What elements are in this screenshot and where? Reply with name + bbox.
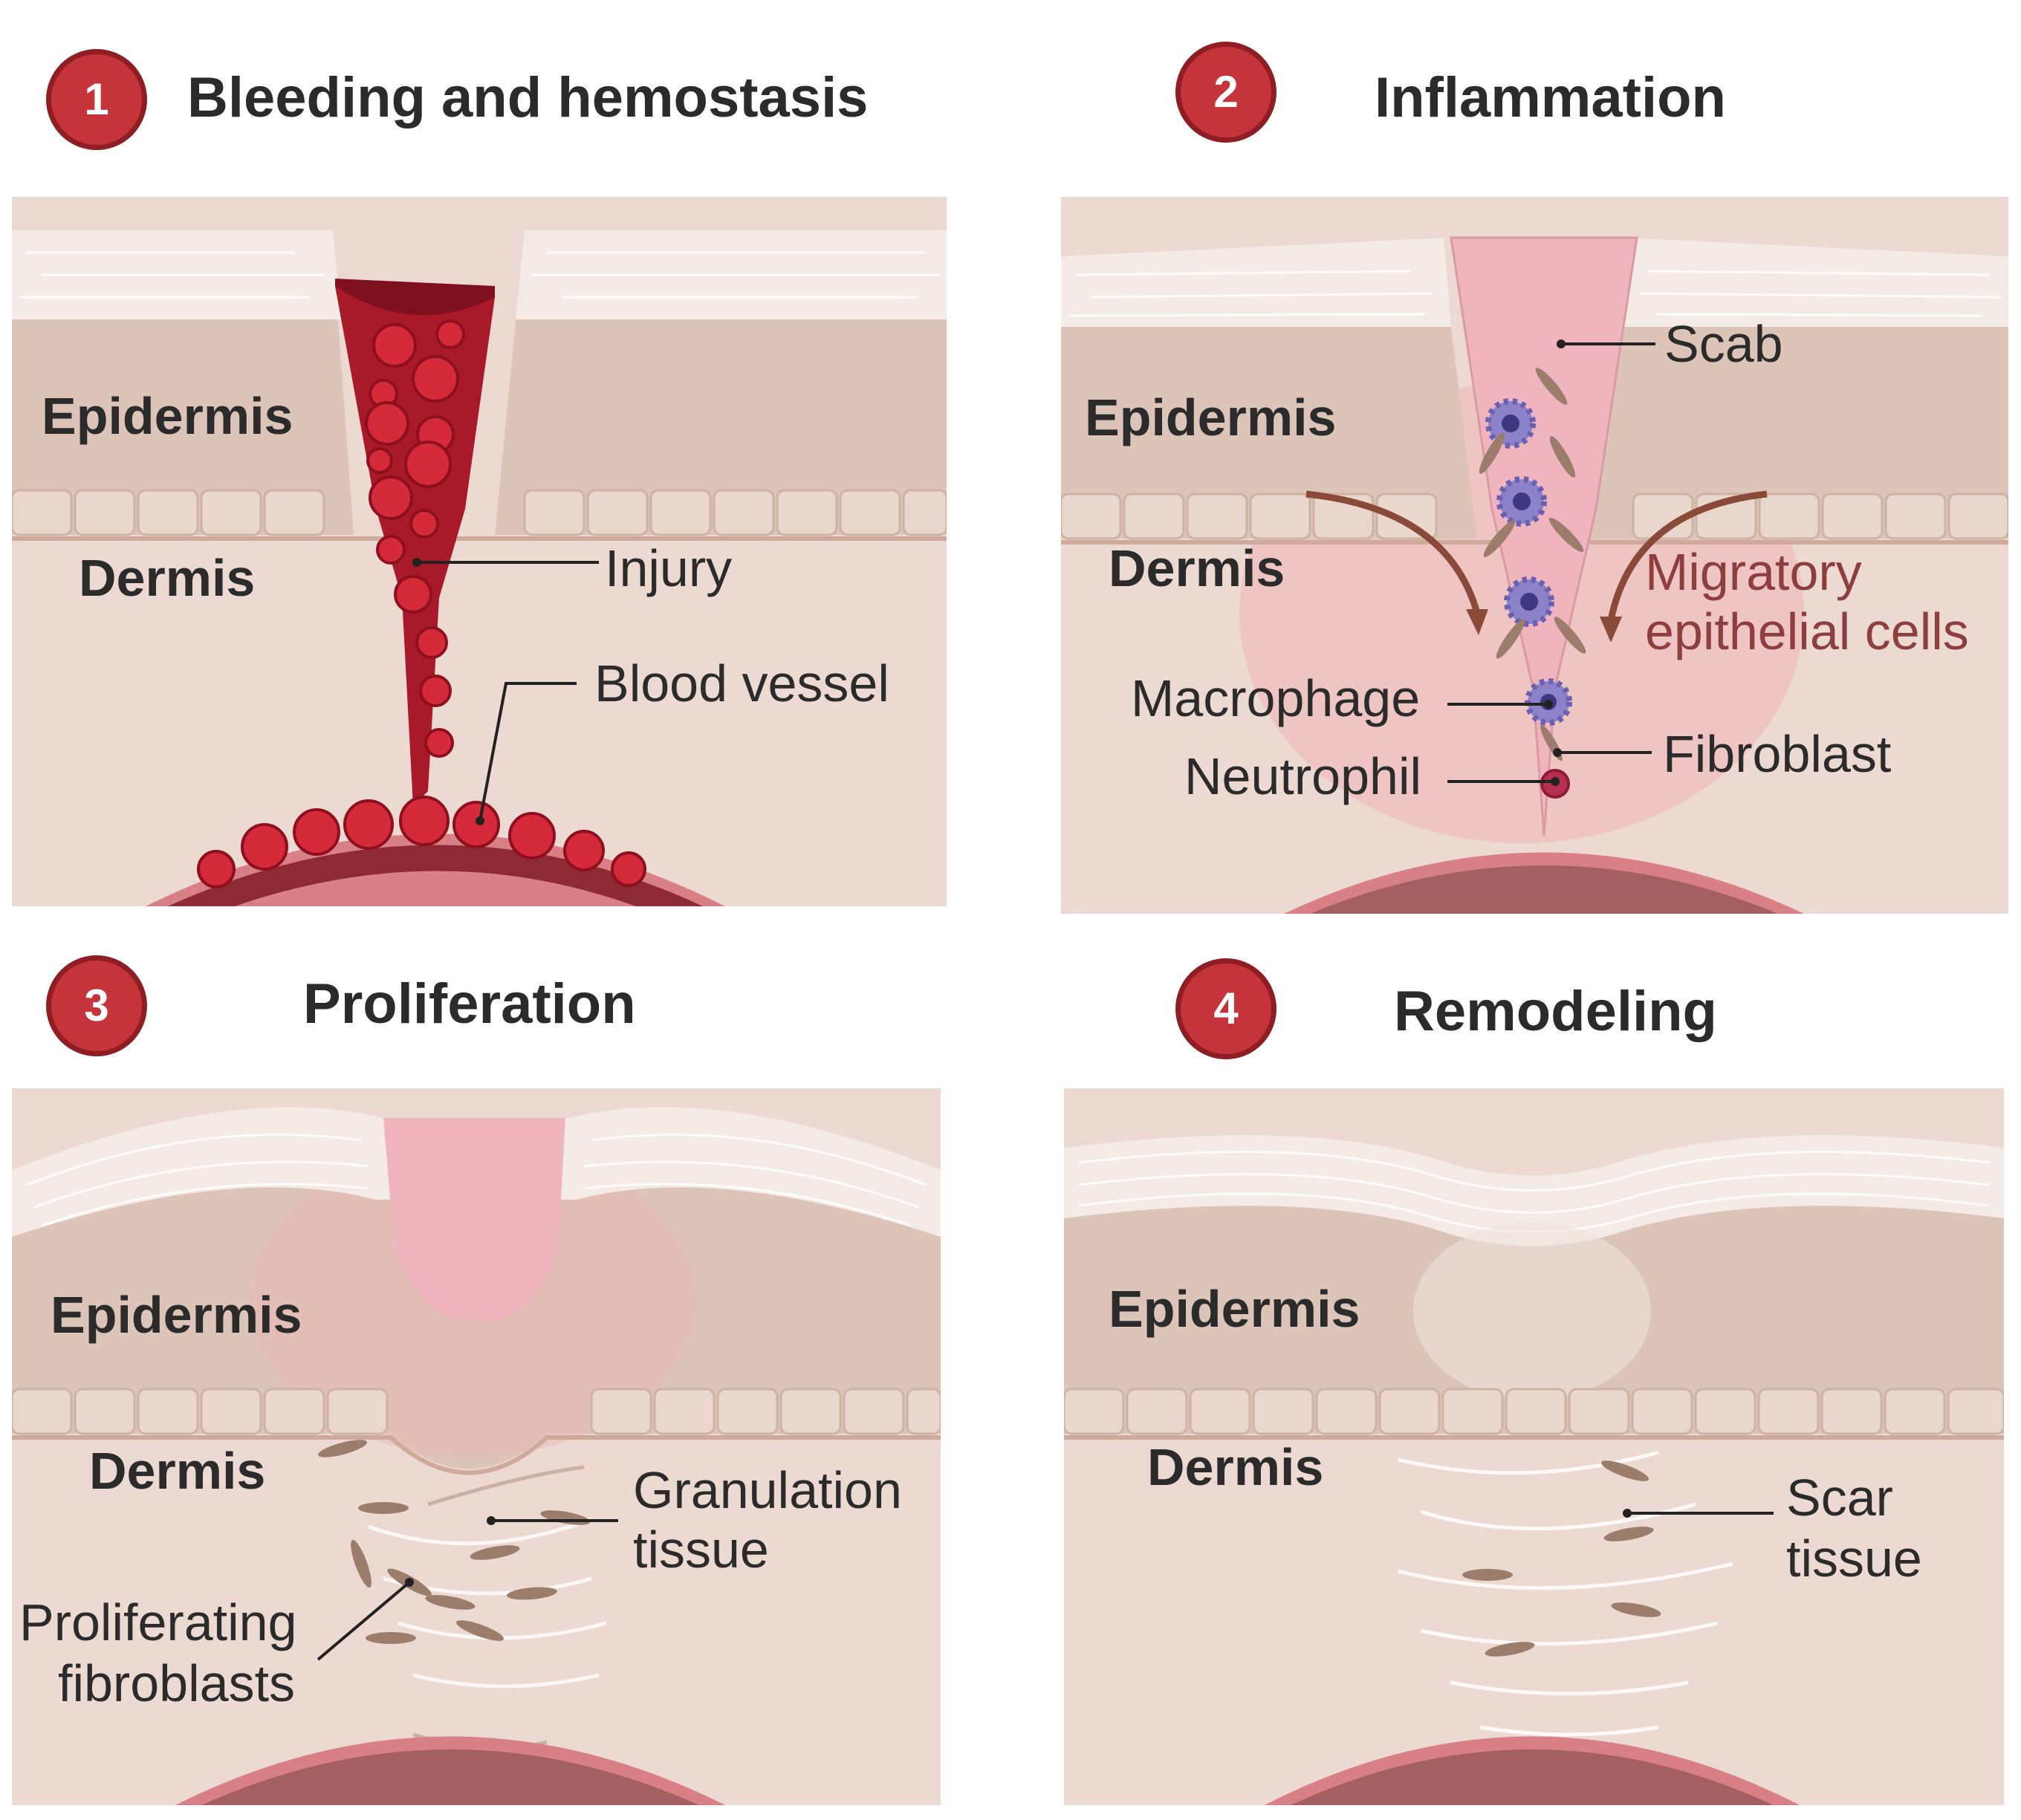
scar-tissue <box>1398 1450 1733 1737</box>
migration-arrow-left <box>1305 490 1481 614</box>
scar-label-line2: tissue <box>1786 1530 1922 1587</box>
scar-label-line1: Scar <box>1786 1469 1893 1527</box>
blood-vessel-leader-line <box>479 682 577 822</box>
keratin-lines <box>19 251 941 299</box>
scab <box>383 1118 565 1322</box>
stage-1-title: Bleeding and hemostasis <box>187 66 869 129</box>
dermis-label: Dermis <box>1109 539 1285 597</box>
scar-fibroblast-cells <box>1462 1460 1661 1657</box>
panel-inflammation <box>1061 197 2008 914</box>
basal-cell-row <box>1064 1388 2004 1435</box>
stratum-corneum-left <box>1061 238 1451 327</box>
epidermis-label: Epidermis <box>42 387 293 445</box>
keratin-lines <box>1068 270 2002 317</box>
migratory-cells-label-line1: Migratory <box>1645 543 1862 601</box>
migration-arrow-right <box>1607 490 1768 621</box>
granulation-label-line2: tissue <box>633 1521 769 1579</box>
red-blood-cells <box>365 319 465 758</box>
epidermis-label: Epidermis <box>1085 389 1337 446</box>
stage-3-title: Proliferation <box>303 972 636 1036</box>
proliferating-fibroblasts-label-line2: fibroblasts <box>58 1654 296 1712</box>
scab-label: Scab <box>1664 315 1783 373</box>
epidermis-label: Epidermis <box>1109 1280 1360 1338</box>
dermis-label: Dermis <box>1147 1438 1324 1496</box>
panel-bleeding-hemostasis <box>12 197 947 906</box>
dermis-label: Dermis <box>89 1442 266 1500</box>
panel-remodeling <box>1064 1088 2004 1805</box>
panel-proliferation <box>12 1088 941 1805</box>
fibroblast-leader-line <box>317 1581 411 1661</box>
blood-vessel-label: Blood vessel <box>594 654 889 712</box>
basal-cell-row <box>12 1388 941 1435</box>
basal-cell-row <box>12 489 947 536</box>
granulation-label-line1: Granulation <box>633 1461 902 1519</box>
injury-label: Injury <box>605 539 733 597</box>
migratory-cells-label-line2: epithelial cells <box>1645 602 1969 660</box>
stage-4-badge: 4 <box>1175 958 1276 1059</box>
neutrophil-label: Neutrophil <box>1184 747 1422 805</box>
epidermis-label: Epidermis <box>51 1286 302 1344</box>
stage-2-badge: 2 <box>1175 42 1276 143</box>
dermis-label: Dermis <box>79 549 256 607</box>
proliferating-fibroblasts-label-line1: Proliferating <box>19 1593 297 1651</box>
basal-cell-row <box>1061 493 2008 540</box>
macrophage-label: Macrophage <box>1131 669 1421 727</box>
proliferating-fibroblast-cells <box>318 1440 591 1644</box>
stage-4-title: Remodeling <box>1394 980 1717 1043</box>
keratin-lines <box>26 1134 927 1227</box>
healed-epidermis-zone <box>1413 1222 1651 1400</box>
stage-2-title: Inflammation <box>1375 66 1726 129</box>
stage-3-badge: 3 <box>46 955 147 1056</box>
stratum-corneum-right <box>1615 238 2008 327</box>
stage-1-badge: 1 <box>46 49 147 150</box>
vessel-blood-cells <box>197 796 646 888</box>
fibroblast-cells <box>1479 368 1586 761</box>
fibroblast-label: Fibroblast <box>1663 725 1892 783</box>
